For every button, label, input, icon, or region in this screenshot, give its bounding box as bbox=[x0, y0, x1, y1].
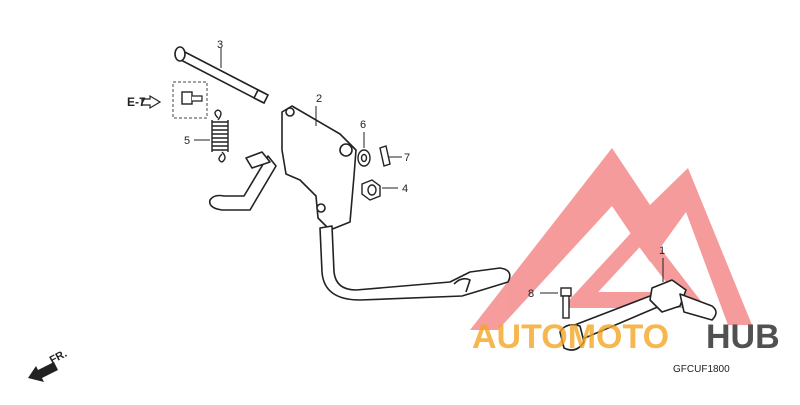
watermark-word-one: AUTOMOTO bbox=[472, 318, 669, 356]
ref-arrow-icon bbox=[141, 94, 162, 110]
part-5-spring bbox=[211, 109, 229, 163]
callout-1: 1 bbox=[659, 245, 665, 257]
callout-3: 3 bbox=[217, 39, 223, 51]
ref-tag-e7: E-7 bbox=[127, 95, 146, 109]
part-6-collar bbox=[357, 149, 371, 167]
watermark-logo-mark bbox=[470, 148, 752, 330]
part-4-nut bbox=[361, 179, 381, 201]
callout-8: 8 bbox=[528, 288, 534, 300]
callout-7: 7 bbox=[404, 152, 410, 164]
watermark-word-two: HUB bbox=[706, 318, 780, 356]
part-1-kick-arm bbox=[559, 279, 717, 351]
front-tag: FR. bbox=[48, 348, 69, 367]
front-arrow-icon bbox=[28, 362, 58, 382]
callout-4: 4 bbox=[402, 183, 408, 195]
callout-6: 6 bbox=[360, 119, 366, 131]
part-2-main-stand bbox=[208, 105, 511, 301]
part-3-shaft bbox=[174, 46, 270, 105]
bolt-head-icon bbox=[181, 91, 193, 105]
drawing-code: GFCUF1800 bbox=[673, 364, 730, 375]
ref-bolt-box bbox=[172, 81, 208, 119]
part-8-bolt bbox=[560, 287, 572, 319]
watermark-text: AUTOMOTO HUB bbox=[472, 318, 780, 356]
part-7-cotter-pin bbox=[379, 145, 391, 167]
callout-5: 5 bbox=[184, 135, 190, 147]
callout-2: 2 bbox=[316, 93, 322, 105]
